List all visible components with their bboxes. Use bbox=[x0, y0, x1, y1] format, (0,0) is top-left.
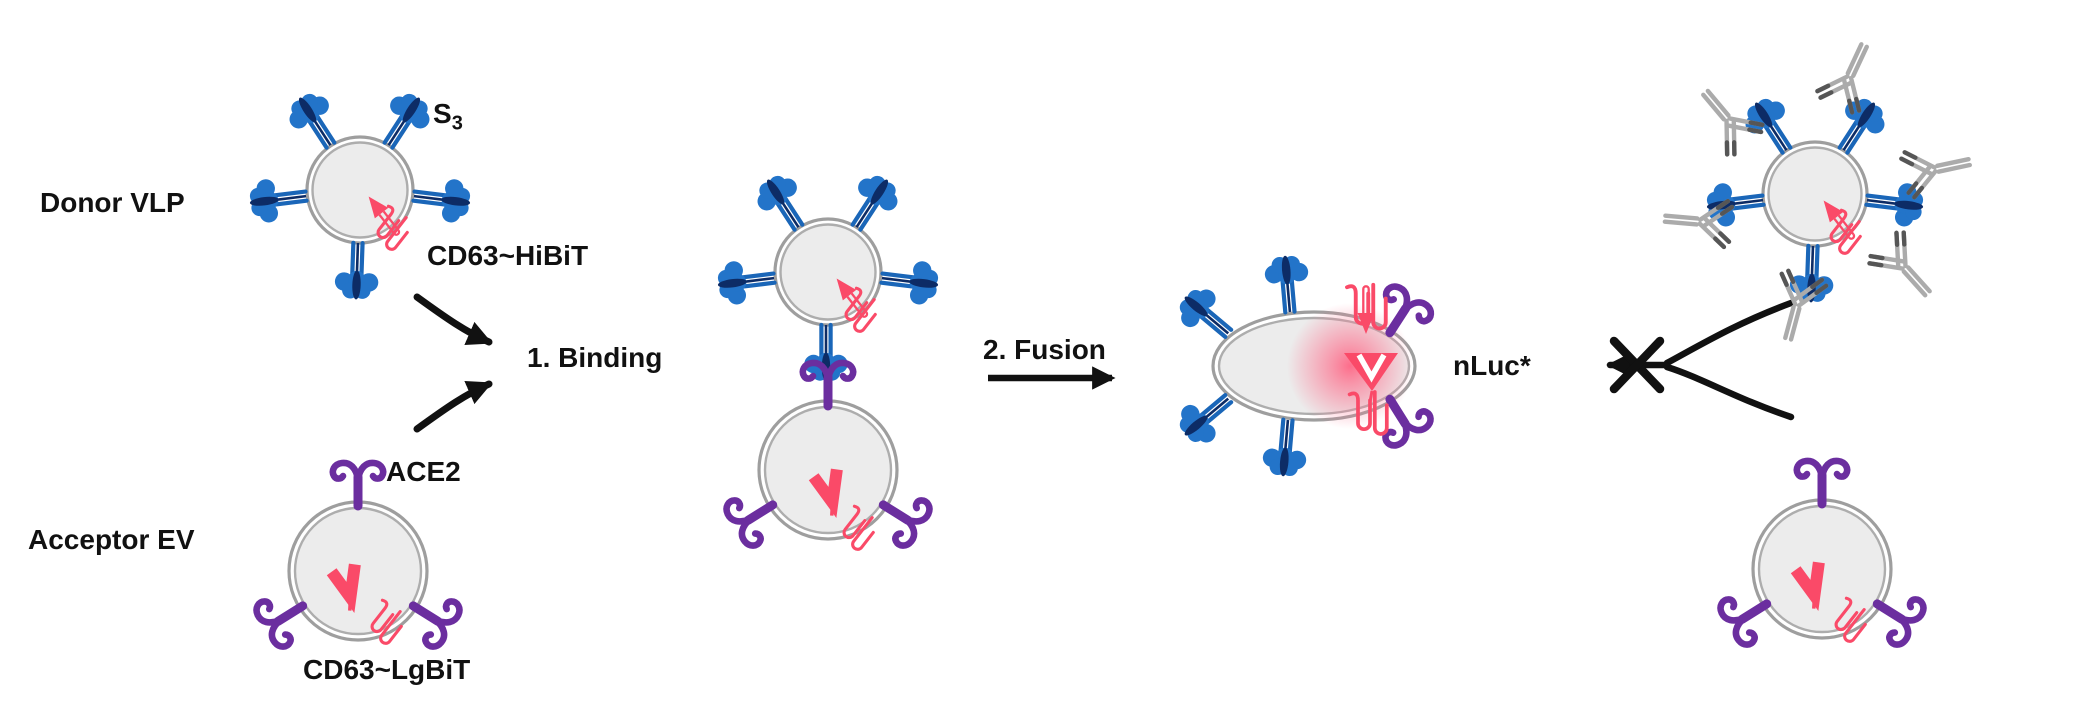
blocked-arrow bbox=[1606, 299, 1795, 421]
spike-protein-icon bbox=[334, 242, 379, 300]
s3-subscript: 3 bbox=[451, 112, 463, 135]
s3-spike-label: S3 bbox=[433, 98, 463, 134]
luminescence-glow bbox=[1287, 303, 1413, 429]
antibody-icon bbox=[1866, 229, 1944, 309]
step2-fusion-label: 2. Fusion bbox=[983, 334, 1106, 365]
spike-protein-icon bbox=[879, 257, 940, 307]
s3-main: S bbox=[433, 98, 452, 129]
cd63-lgbit-label: CD63~LgBiT bbox=[303, 654, 471, 685]
step1-binding-label: 1. Binding bbox=[527, 342, 663, 373]
spike-protein-icon bbox=[1263, 254, 1311, 314]
cd63-hibit-label: CD63~HiBiT bbox=[427, 240, 589, 271]
acceptor-ev-label: Acceptor EV bbox=[28, 524, 195, 555]
block-x-icon bbox=[1609, 336, 1665, 394]
donor-vlp-particle bbox=[247, 86, 472, 300]
neutralized-vlp-membrane-inner bbox=[1767, 146, 1863, 242]
acceptor-ev-particle bbox=[253, 463, 463, 650]
bound-acceptor-membrane-inner bbox=[763, 405, 893, 535]
antibody-icon bbox=[1815, 36, 1884, 115]
neutralized-vlp bbox=[1663, 36, 1974, 345]
blocked-curve-top bbox=[1663, 299, 1795, 367]
spike-protein-icon bbox=[411, 175, 472, 225]
spike-protein-icon bbox=[715, 257, 776, 307]
curved-arrow-top bbox=[413, 293, 493, 346]
ace2-receptor-icon bbox=[1797, 461, 1847, 504]
free-acceptor-ev-particle bbox=[1717, 461, 1927, 648]
donor-vlp-label: Donor VLP bbox=[40, 187, 185, 218]
donor-membrane-inner bbox=[311, 141, 409, 239]
curved-arrow-bottom bbox=[413, 380, 493, 433]
fused-particle bbox=[1171, 254, 1434, 478]
antibody-icon bbox=[1900, 140, 1974, 199]
ace2-receptor-icon bbox=[333, 463, 383, 506]
spike-protein-icon bbox=[247, 175, 308, 225]
binding-arrows bbox=[413, 293, 493, 433]
bound-donor-membrane-inner bbox=[779, 223, 877, 321]
bound-complex bbox=[715, 168, 940, 551]
spike-protein-icon bbox=[1261, 418, 1309, 478]
nluc-label: nLuc* bbox=[1453, 350, 1531, 381]
ace2-label: ACE2 bbox=[386, 456, 461, 487]
blocked-curve-bottom bbox=[1663, 363, 1795, 421]
